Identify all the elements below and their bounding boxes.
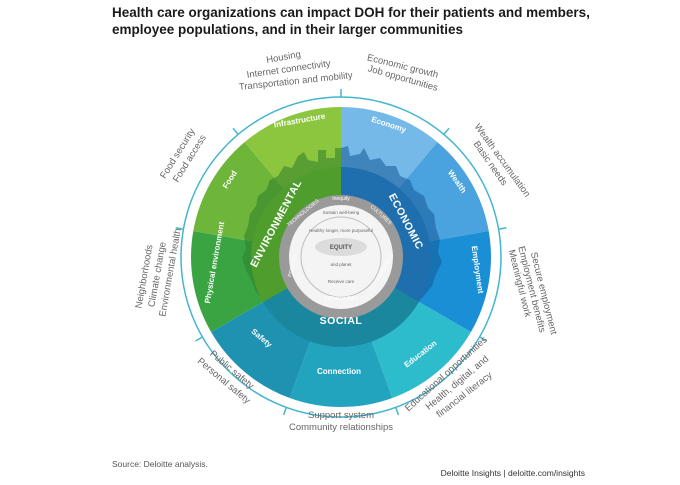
- outer-labels-wealth: Wealth accumulation Basic needs: [471, 122, 533, 200]
- outer-label-community-relationships: Community relationships: [289, 422, 393, 433]
- inner-label-and-planet: and planet: [330, 262, 352, 267]
- ring-label-policies: POLICIES: [287, 253, 299, 277]
- source-note: Source: Deloitte analysis.: [112, 459, 208, 469]
- outer-labels-food: Food security Food access: [158, 126, 209, 184]
- inner-circle-arc: [300, 216, 382, 298]
- inner-label-sustain-well-being: Sustain well-being: [323, 210, 360, 215]
- outer-label-wealth-accumulation: Wealth accumulation: [472, 122, 533, 200]
- title-line-1: Health care organizations can impact DOH…: [112, 5, 590, 20]
- title-line-2: employee populations, and in their large…: [112, 22, 464, 37]
- segment-label-connection: Connection: [317, 367, 361, 376]
- ring-label-inequity: Inequity: [332, 196, 350, 202]
- wedge-connection: [289, 327, 393, 408]
- ring-label-structures: STRUCTURES: [324, 296, 359, 302]
- equity-label: EQUITY: [330, 245, 352, 251]
- inner-label-receive-care: Receive care: [328, 279, 355, 284]
- publisher-credit: Deloitte Insights | deloitte.com/insight…: [440, 468, 585, 478]
- outer-labels-economy: Economic growth Job opportunities: [366, 52, 439, 94]
- outer-labels-employment: Secure employment Employment benefits Me…: [506, 245, 559, 336]
- page-title: Health care organizations can impact DOH…: [112, 4, 632, 38]
- equity-bubble: [315, 238, 367, 256]
- outer-label-support-system: Support system: [308, 410, 374, 421]
- outer-ring-ticks: [175, 89, 507, 416]
- outer-labels-connection: Support system Community relationships: [289, 410, 393, 433]
- inner-circle: [289, 205, 393, 309]
- inner-label-healthy-longer: Healthy longer, more purposeful: [309, 228, 373, 233]
- domain-label-social: SOCIAL: [320, 315, 363, 327]
- outer-labels-infrastructure: Housing Internet connectivity Transporta…: [238, 49, 353, 93]
- outer-labels-physical-environment: Neighborhoods Climate change Environment…: [134, 228, 184, 318]
